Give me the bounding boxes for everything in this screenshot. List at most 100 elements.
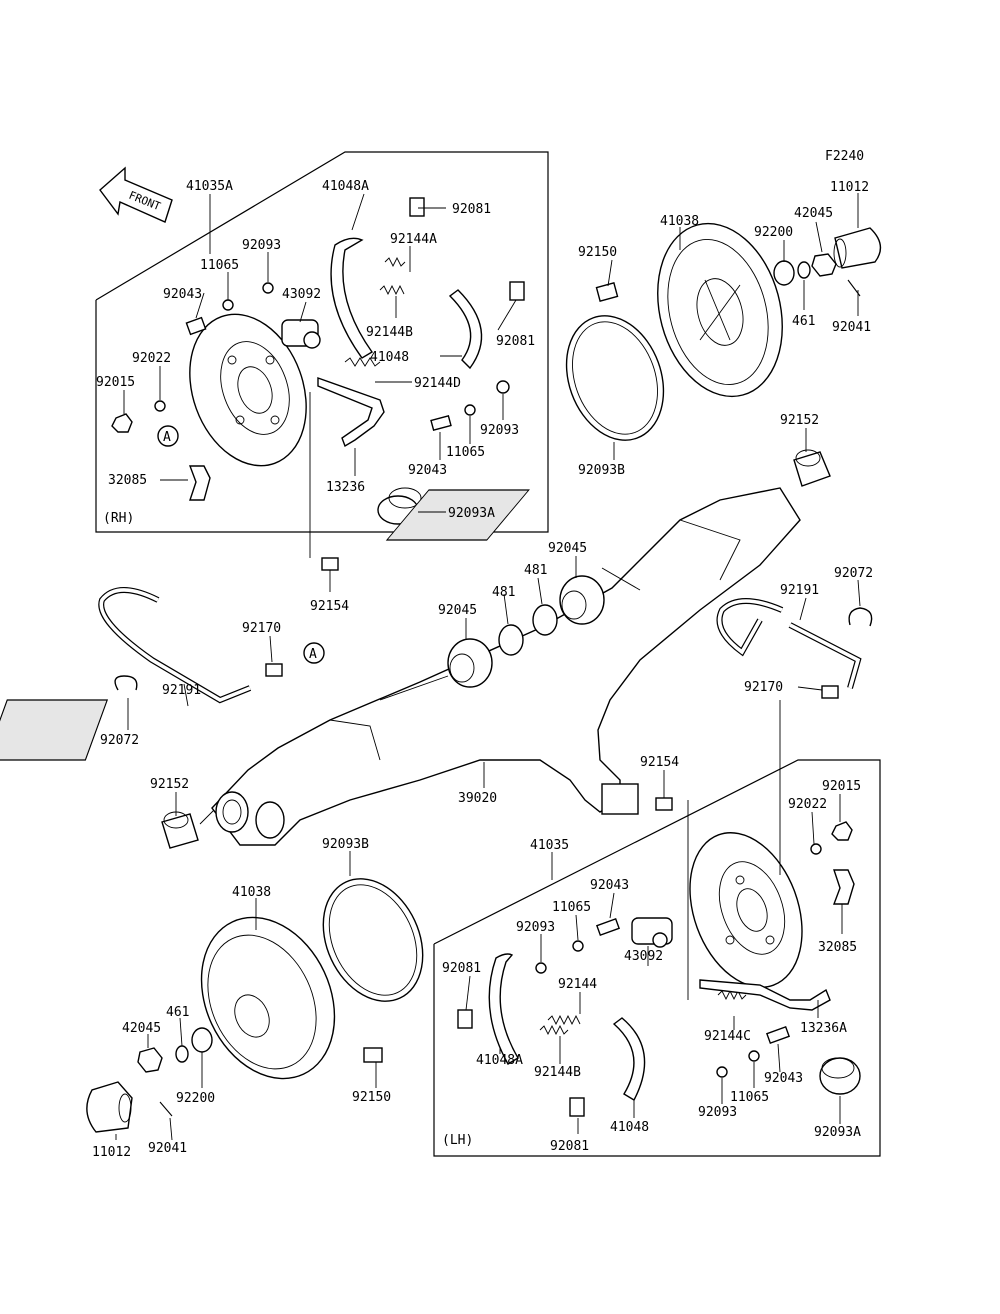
- axle-bore-left-b: [255, 801, 285, 839]
- label-92144b-lh: 92144B: [534, 1065, 581, 1080]
- pin-92043-rh: [185, 316, 207, 336]
- spring-92144d: [344, 357, 381, 367]
- label-43092-lh: 43092: [624, 949, 663, 964]
- brake-backing-plate-rh: [189, 313, 307, 467]
- label-11012-rh: 11012: [830, 180, 869, 195]
- label-92043-rh-a: 92043: [163, 287, 202, 302]
- washer-11065-lh-b: [748, 1050, 760, 1062]
- label-11065-lh-a: 11065: [552, 900, 591, 915]
- bushing-92045-right: [559, 575, 605, 625]
- label-92081-lh-b: 92081: [550, 1139, 589, 1154]
- washer-11065-lh-a: [572, 940, 584, 952]
- lh-label: (LH): [442, 1133, 473, 1148]
- label-92150-rh: 92150: [578, 245, 617, 260]
- label-92041-lh: 92041: [148, 1141, 187, 1156]
- label-11065-lh-b: 11065: [730, 1090, 769, 1105]
- label-92144-lh: 92144: [558, 977, 597, 992]
- label-92093b-lh: 92093B: [322, 837, 369, 852]
- label-41035: 41035: [530, 838, 569, 853]
- pin-92043-lh-a: [595, 917, 621, 937]
- bolt-92154-lower: [655, 797, 673, 811]
- label-11065-rh-a: 11065: [200, 258, 239, 273]
- clamp-92072-left: [114, 675, 138, 691]
- hub-cap-11012-rh: [833, 227, 882, 269]
- label-92191-right: 92191: [780, 583, 819, 598]
- label-461-lh: 461: [166, 1005, 189, 1020]
- label-92093-rh-a: 92093: [242, 238, 281, 253]
- label-92081-rh-b: 92081: [496, 334, 535, 349]
- spring-92144-lh: [547, 1014, 581, 1026]
- label-42045-lh: 42045: [122, 1021, 161, 1036]
- label-92150-lh: 92150: [352, 1090, 391, 1105]
- nut-92015-rh: [111, 413, 133, 433]
- label-41038-lh: 41038: [232, 885, 271, 900]
- label-92081-lh-a: 92081: [442, 961, 481, 976]
- clip-92081-rh-b: [509, 281, 525, 301]
- pin-92043-rh-b: [430, 414, 452, 432]
- label-92093-rh-b: 92093: [480, 423, 519, 438]
- spring-92144c-lh: [717, 989, 747, 1001]
- spring-seat-left: [0, 699, 109, 761]
- label-92152-left: 92152: [150, 777, 189, 792]
- washer-92200-lh: [191, 1027, 213, 1053]
- bolt-92150-rh: [595, 282, 619, 302]
- ref-a-hose: A: [309, 647, 317, 662]
- label-92022-lh: 92022: [788, 797, 827, 812]
- label-92093a-rh: 92093A: [448, 506, 495, 521]
- washer-92200-rh: [773, 260, 795, 286]
- label-92043-lh-b: 92043: [764, 1071, 803, 1086]
- nut-42045-rh: [811, 253, 837, 277]
- brake-backing-plate-lh: [689, 832, 803, 988]
- brake-shoe-rh-a: [330, 237, 374, 359]
- breather-hose-left-inner: [99, 588, 251, 702]
- label-32085-lh: 32085: [818, 940, 857, 955]
- spring-seat-right: [385, 489, 530, 541]
- ref-circle-a-rh: [157, 425, 179, 447]
- ring-92093-lh-a: [535, 962, 547, 974]
- wheel-cylinder-lh: [631, 917, 673, 948]
- label-92191-left: 92191: [162, 683, 201, 698]
- hub-cap-11012-lh: [86, 1081, 133, 1133]
- label-92200-lh: 92200: [176, 1091, 215, 1106]
- clamp-92072-right: [848, 607, 873, 627]
- label-41035a: 41035A: [186, 179, 233, 194]
- washer-92022-rh: [154, 400, 166, 412]
- label-92043-lh-a: 92043: [590, 878, 629, 893]
- label-92093-lh-b: 92093: [698, 1105, 737, 1120]
- spring-92144b: [379, 284, 405, 296]
- label-13236: 13236: [326, 480, 365, 495]
- label-92144a: 92144A: [390, 232, 437, 247]
- label-39020: 39020: [458, 791, 497, 806]
- rh-label: (RH): [103, 511, 134, 526]
- brake-shoe-rh-b: [448, 289, 483, 370]
- clip-92081-rh-a: [409, 197, 425, 217]
- brake-shoe-lh-a: [488, 953, 519, 1065]
- lever-13236a: [699, 979, 831, 1011]
- breather-hose-right: [716, 598, 862, 689]
- label-92093b-rh: 92093B: [578, 463, 625, 478]
- seal-ring-92093b-lh: [322, 878, 424, 1002]
- label-92072-left: 92072: [100, 733, 139, 748]
- label-41048a-rh: 41048A: [322, 179, 369, 194]
- label-92152-right: 92152: [780, 413, 819, 428]
- washer-461-lh: [175, 1045, 189, 1063]
- bolt-92154-upper: [321, 557, 339, 571]
- label-92015-rh: 92015: [96, 375, 135, 390]
- wheel-cylinder-rh: [281, 319, 321, 349]
- label-11012-lh: 11012: [92, 1145, 131, 1160]
- label-92045-right: 92045: [548, 541, 587, 556]
- label-42045-rh: 42045: [794, 206, 833, 221]
- axle-arm-square: [601, 783, 639, 815]
- label-92041-rh: 92041: [832, 320, 871, 335]
- clip-32085-rh: [188, 465, 211, 501]
- label-92154-upper: 92154: [310, 599, 349, 614]
- axle-bore-left: [215, 791, 249, 833]
- lever-13236: [317, 377, 385, 448]
- label-41038-rh: 41038: [660, 214, 699, 229]
- clip-92081-lh-a: [457, 1009, 473, 1029]
- label-92154-lower: 92154: [640, 755, 679, 770]
- label-92043-rh-b: 92043: [408, 463, 447, 478]
- bolt-92150-lh: [363, 1047, 383, 1063]
